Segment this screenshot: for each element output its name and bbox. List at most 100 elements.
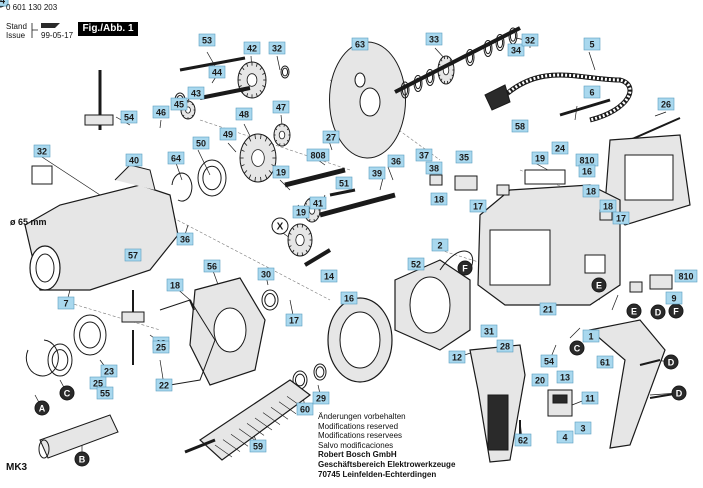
part-tag-text: B bbox=[79, 455, 86, 465]
part-tag-text: 19 bbox=[535, 154, 545, 164]
part-tag-text: 22 bbox=[159, 381, 169, 391]
part-tag-text: D bbox=[655, 308, 662, 318]
part-tag-text: D bbox=[668, 358, 675, 368]
part-tag-text: 16 bbox=[344, 294, 354, 304]
bearing-ring bbox=[74, 315, 106, 355]
ball-bearing bbox=[265, 294, 275, 307]
gear-bore bbox=[296, 234, 304, 245]
part-tag-text: 47 bbox=[276, 103, 286, 113]
leader-line bbox=[575, 106, 577, 120]
fan-baffle-inner bbox=[340, 312, 380, 368]
part-tag-text: 31 bbox=[484, 327, 494, 337]
switch-button bbox=[553, 395, 567, 403]
part-tag-text: 14 bbox=[324, 272, 334, 282]
part-tag-text: 45 bbox=[174, 100, 184, 110]
part-tag-text: 25 bbox=[156, 343, 166, 353]
flange-bore bbox=[214, 308, 246, 352]
leader-line bbox=[655, 112, 666, 116]
part-tag-text: 48 bbox=[239, 110, 249, 120]
note-line: Modifications reservees bbox=[318, 431, 455, 441]
part-tag-text: 12 bbox=[452, 353, 462, 363]
part-tag-text: 53 bbox=[202, 36, 212, 46]
brush-holder bbox=[650, 275, 672, 289]
part-tag-text: 46 bbox=[156, 108, 166, 118]
company-line: Geschäftsbereich Elektrowerkzeuge bbox=[318, 460, 455, 470]
part-tag-text: 54 bbox=[124, 113, 134, 123]
part-tag-text: 28 bbox=[500, 342, 510, 352]
housing-collar bbox=[30, 246, 60, 290]
assembly-guide bbox=[60, 300, 160, 330]
leader-line bbox=[176, 163, 182, 180]
part-tag-text: 39 bbox=[372, 169, 382, 179]
part-tag-text: D bbox=[676, 389, 683, 399]
part-tag-text: 3 bbox=[580, 424, 585, 434]
bushing bbox=[316, 367, 324, 377]
part-tag-text: 54 bbox=[0, 0, 5, 6]
seal-ring bbox=[52, 350, 68, 371]
part-tag-text: 55 bbox=[100, 389, 110, 399]
part-tag-text: 61 bbox=[600, 358, 610, 368]
part-tag-text: 32 bbox=[525, 36, 535, 46]
part-tag-text: 19 bbox=[276, 168, 286, 178]
part-tag-text: 23 bbox=[104, 367, 114, 377]
part-tag-text: 19 bbox=[296, 208, 306, 218]
note-line: Modifications reserved bbox=[318, 422, 455, 432]
part-tag-text: 6 bbox=[589, 88, 594, 98]
part-tag-text: C bbox=[574, 344, 581, 354]
part-tag-text: 63 bbox=[355, 40, 365, 50]
ball-bearing bbox=[203, 166, 221, 189]
part-tag-text: 40 bbox=[129, 156, 139, 166]
note-line: Änderungen vorbehalten bbox=[318, 412, 455, 422]
part-tag-text: 9 bbox=[671, 294, 676, 304]
part-tag-text: 43 bbox=[191, 89, 201, 99]
figure-label: Fig./Abb. 1 bbox=[78, 22, 138, 36]
part-tag-text: F bbox=[462, 264, 468, 274]
part-tag-text: X bbox=[277, 222, 284, 233]
part-tag-text: 810 bbox=[579, 156, 594, 166]
part-tag-text: 50 bbox=[196, 139, 206, 149]
brush-holder bbox=[455, 176, 477, 190]
part-tag-text: E bbox=[631, 307, 637, 317]
bushing bbox=[282, 68, 287, 76]
leader-line bbox=[612, 295, 618, 310]
power-plug bbox=[485, 85, 510, 110]
doc-number: 0 601 130 203 bbox=[6, 3, 57, 13]
part-tag-text: 30 bbox=[261, 270, 271, 280]
part-tag-text: C bbox=[64, 389, 71, 399]
part-tag-text: 32 bbox=[37, 147, 47, 157]
issue-date: 99-05-17 bbox=[41, 31, 73, 41]
part-tag-text: 35 bbox=[459, 153, 469, 163]
part-tag-text: 42 bbox=[247, 44, 257, 54]
part-tag-text: E bbox=[596, 281, 602, 291]
part-tag-text: 5 bbox=[589, 40, 594, 50]
gear-tooth bbox=[297, 252, 298, 255]
bearing-ring bbox=[80, 322, 101, 348]
part-tag-text: 29 bbox=[316, 394, 326, 404]
model-code: MK3 bbox=[6, 462, 27, 473]
part-tag-text: 16 bbox=[582, 167, 592, 177]
lever-pin bbox=[305, 250, 330, 265]
part-tag-text: 32 bbox=[272, 44, 282, 54]
leader-line bbox=[228, 143, 236, 152]
leader-line bbox=[589, 52, 595, 70]
leader-line bbox=[380, 178, 383, 190]
stamp-symbol bbox=[41, 23, 60, 28]
cord-sleeve bbox=[560, 100, 610, 115]
gear-bore bbox=[247, 74, 257, 87]
part-tag-text: 27 bbox=[326, 133, 336, 143]
clamp-bracket bbox=[122, 312, 144, 322]
gear-tooth bbox=[297, 224, 298, 227]
carbon-brush bbox=[430, 175, 442, 185]
part-tag-text: 7 bbox=[63, 299, 68, 309]
company-line: Robert Bosch GmbH bbox=[318, 450, 455, 460]
company-line: 70745 Leinfelden-Echterdingen bbox=[318, 470, 455, 480]
small-gear bbox=[274, 124, 290, 146]
spur-gear bbox=[238, 62, 266, 98]
part-tag-text: 18 bbox=[434, 195, 444, 205]
spindle-shaft bbox=[40, 415, 118, 458]
part-tag-text: 26 bbox=[661, 100, 671, 110]
part-tag-text: 18 bbox=[170, 281, 180, 291]
ball-bearing bbox=[198, 160, 226, 196]
part-tag-text: 52 bbox=[411, 260, 421, 270]
field-coil-bore bbox=[410, 277, 450, 333]
